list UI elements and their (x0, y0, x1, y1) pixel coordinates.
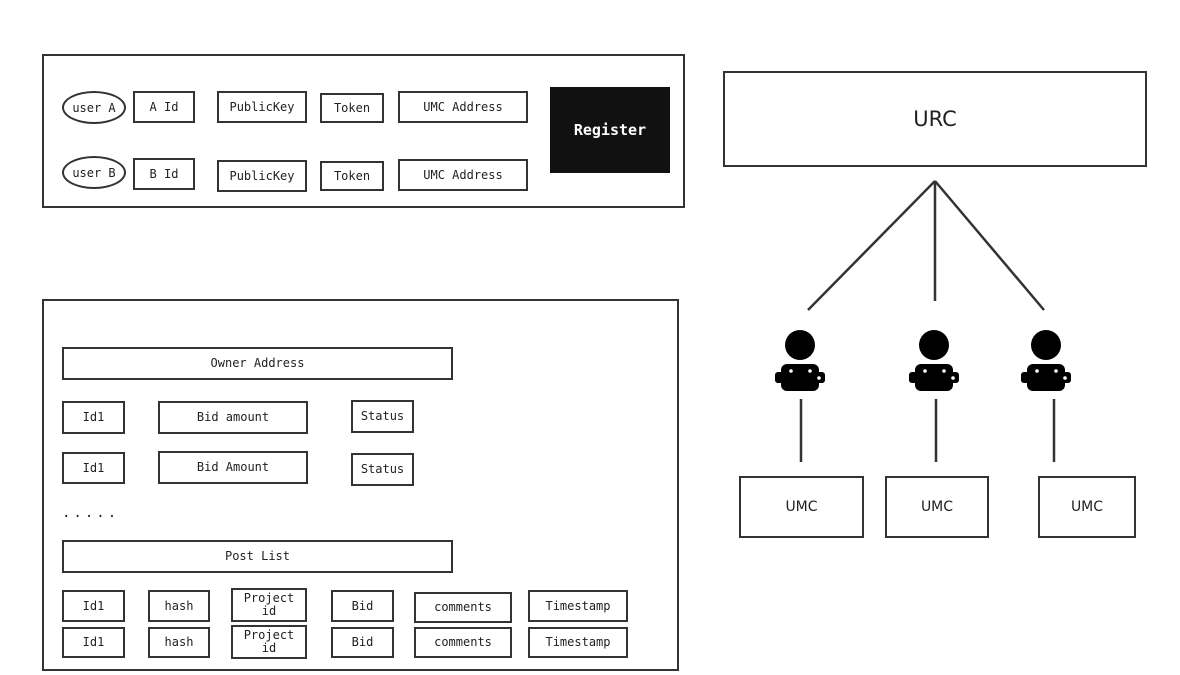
post-row-1-timestamp: Timestamp (528, 590, 628, 622)
post-list-field: Post List (62, 540, 453, 573)
bid-row-1-amount: Bid amount (158, 401, 308, 434)
user-icon (909, 330, 959, 391)
user-b-oval: user B (62, 156, 126, 189)
post-row-2-timestamp: Timestamp (528, 627, 628, 658)
user-b-umc-address-field[interactable]: UMC Address (398, 159, 528, 191)
user-b-publickey-field[interactable]: PublicKey (217, 160, 307, 192)
owner-address-field[interactable]: Owner Address (62, 347, 453, 380)
connector-urc-left (807, 180, 936, 311)
user-a-publickey-field[interactable]: PublicKey (217, 91, 307, 123)
post-row-2-project-id: Project id (231, 625, 307, 659)
user-a-umc-address-field[interactable]: UMC Address (398, 91, 528, 123)
post-row-2-bid: Bid (331, 627, 394, 658)
umc-node-2: UMC (885, 476, 989, 538)
post-row-1-id: Id1 (62, 590, 125, 622)
post-row-2-comments: comments (414, 627, 512, 658)
user-b-token-field[interactable]: Token (320, 161, 384, 191)
post-row-2-hash: hash (148, 627, 210, 658)
post-row-1-bid: Bid (331, 590, 394, 622)
user-a-id-field[interactable]: A Id (133, 91, 195, 123)
post-row-1-project-id: Project id (231, 588, 307, 622)
register-button[interactable]: Register (550, 87, 670, 173)
bid-row-1-status: Status (351, 400, 414, 433)
umc-node-1: UMC (739, 476, 864, 538)
user-a-oval: user A (62, 91, 126, 124)
ellipsis: ..... (62, 505, 120, 521)
post-row-1-hash: hash (148, 590, 210, 622)
urc-node: URC (723, 71, 1147, 167)
umc-node-3: UMC (1038, 476, 1136, 538)
bid-row-1-id: Id1 (62, 401, 125, 434)
user-a-token-field[interactable]: Token (320, 93, 384, 123)
bid-row-2-amount: Bid Amount (158, 451, 308, 484)
bid-row-2-status: Status (351, 453, 414, 486)
user-icon (1021, 330, 1071, 391)
bid-row-2-id: Id1 (62, 452, 125, 484)
connector-urc-right (934, 180, 1045, 311)
user-b-id-field[interactable]: B Id (133, 158, 195, 190)
post-row-1-comments: comments (414, 592, 512, 623)
user-icon (775, 330, 825, 391)
post-row-2-id: Id1 (62, 627, 125, 658)
